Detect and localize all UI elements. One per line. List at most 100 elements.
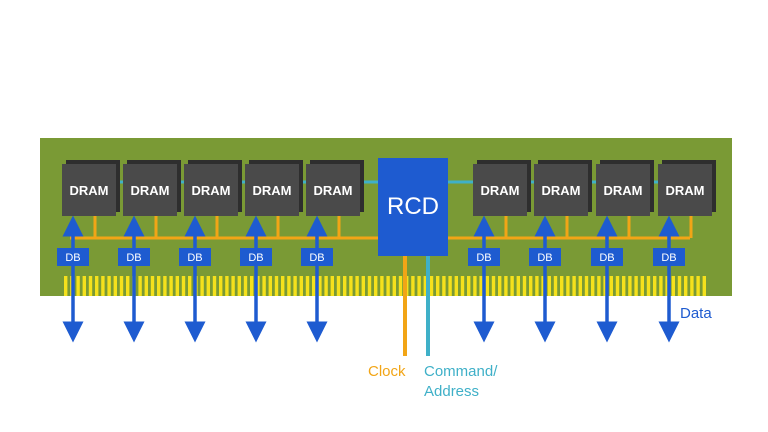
contact-pin: [169, 276, 173, 296]
contact-pin: [386, 276, 390, 296]
contact-pin: [163, 276, 167, 296]
contact-pin: [392, 276, 396, 296]
dram-label: DRAM: [253, 183, 292, 198]
contact-pin: [467, 276, 471, 296]
command-address-label-line1: Command/: [424, 363, 498, 380]
contact-pin: [237, 276, 241, 296]
contact-pin: [349, 276, 353, 296]
data-buffer: [653, 248, 685, 266]
contact-pin: [702, 276, 706, 296]
contact-pin: [429, 276, 434, 296]
contact-pin: [560, 276, 564, 296]
contact-pin: [640, 276, 644, 296]
rcd-label: RCD: [387, 193, 439, 220]
contact-pin: [243, 276, 248, 296]
data-arrows: [62, 215, 680, 343]
contact-pin: [64, 276, 68, 296]
contact-pin: [343, 276, 347, 296]
contact-pin: [398, 276, 403, 296]
contact-pin: [454, 276, 458, 296]
dram-chip: [123, 164, 177, 216]
contact-pin: [150, 276, 155, 296]
data-buffer-label: DB: [309, 252, 324, 264]
data-buffer: [179, 248, 211, 266]
dram-chip: [245, 164, 299, 216]
contact-pin: [330, 276, 334, 296]
contact-pin: [76, 276, 80, 296]
data-buffer-label: DB: [661, 252, 676, 264]
contact-pin: [510, 276, 514, 296]
contact-pin: [684, 276, 688, 296]
contact-pin: [696, 276, 700, 296]
data-buffer: [529, 248, 561, 266]
contact-pin: [646, 276, 651, 296]
contact-pin: [126, 276, 130, 296]
contact-pin: [262, 276, 266, 296]
contact-pin: [473, 276, 477, 296]
contact-pin: [95, 276, 99, 296]
data-buffer-label: DB: [126, 252, 141, 264]
contact-pin: [566, 276, 570, 296]
dram-label: DRAM: [70, 183, 109, 198]
contact-pin: [591, 276, 595, 296]
contact-pin: [101, 276, 105, 296]
contact-pin: [268, 276, 272, 296]
contact-pin: [653, 276, 657, 296]
contact-pin: [107, 276, 111, 296]
contact-pin: [609, 276, 613, 296]
dram-label: DRAM: [666, 183, 705, 198]
dram-chip: [534, 164, 588, 216]
dram-chip: [184, 164, 238, 216]
contact-pin: [485, 276, 489, 296]
contact-pin: [157, 276, 161, 296]
contact-pin: [547, 276, 551, 296]
contact-pin: [535, 276, 539, 296]
contact-pin: [175, 276, 179, 296]
contact-pin: [367, 276, 372, 296]
contact-pin: [436, 276, 440, 296]
contact-pin: [82, 276, 86, 296]
data-buffer: [57, 248, 89, 266]
contact-pin: [281, 276, 285, 296]
contact-pin: [671, 276, 675, 296]
data-buffer-label: DB: [65, 252, 80, 264]
data-buffer: [591, 248, 623, 266]
dram-chip: [306, 164, 360, 216]
dram-label: DRAM: [314, 183, 353, 198]
dram-label: DRAM: [192, 183, 231, 198]
contact-pin: [690, 276, 694, 296]
contact-pin: [634, 276, 638, 296]
data-buffer-label: DB: [476, 252, 491, 264]
contact-pin: [597, 276, 601, 296]
contact-pin: [144, 276, 148, 296]
contact-pin: [212, 276, 217, 296]
dram-chip: [473, 164, 527, 216]
contact-pin: [628, 276, 632, 296]
dram-label: DRAM: [542, 183, 581, 198]
contact-pin: [206, 276, 210, 296]
data-buffer: [240, 248, 272, 266]
contact-pin: [181, 276, 186, 296]
contact-pin: [336, 276, 341, 296]
data-buffer: [118, 248, 150, 266]
contact-pin: [460, 276, 465, 296]
rcd-chip: [378, 158, 448, 256]
dram-chip: [596, 164, 650, 216]
contact-pin: [374, 276, 378, 296]
contact-pin: [324, 276, 328, 296]
contact-pin: [88, 276, 93, 296]
contact-pin: [572, 276, 576, 296]
contact-pin: [615, 276, 620, 296]
contact-pin: [411, 276, 415, 296]
data-label: Data: [680, 305, 712, 322]
data-buffer: [468, 248, 500, 266]
dram-chip: [658, 164, 712, 216]
contact-pin: [312, 276, 316, 296]
contact-pin: [380, 276, 384, 296]
dram-label: DRAM: [131, 183, 170, 198]
contact-pin: [355, 276, 359, 296]
contact-pin: [287, 276, 291, 296]
contact-pin: [448, 276, 452, 296]
contact-pin: [491, 276, 496, 296]
